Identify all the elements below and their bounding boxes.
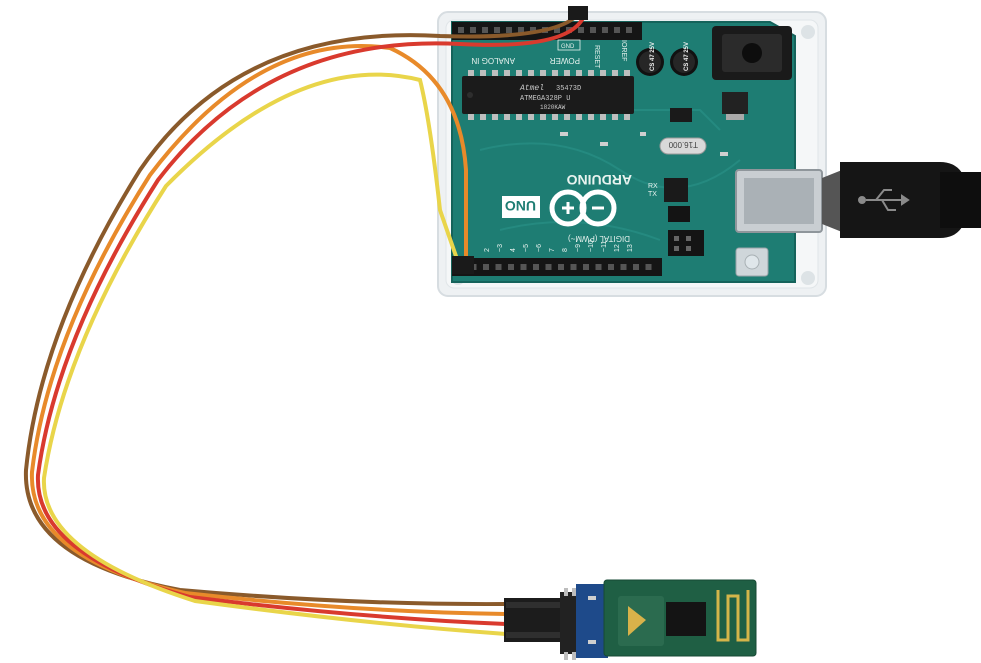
- reset-button: [735, 247, 769, 277]
- mcu-logo: Atmel: [519, 84, 544, 93]
- uno-label: UNO: [505, 198, 536, 214]
- wire-red: [35, 14, 586, 626]
- pin-number-label: ~5: [523, 244, 530, 252]
- usb-trident-icon: [858, 189, 910, 211]
- jumper-connector-board: [452, 256, 474, 274]
- usb-serial-chip: [664, 178, 688, 202]
- header-pin: [558, 264, 564, 270]
- pin-number-label: ~3: [497, 244, 504, 252]
- pin-number-label: 13: [627, 244, 634, 252]
- crystal-oscillator: T16.000: [659, 137, 707, 155]
- mcu-line-3: 1820KAW: [540, 104, 566, 111]
- pin-number-label: 12: [614, 244, 621, 252]
- atmega-chip: Atmel 35473D ATMEGA328P U 1820KAW: [462, 70, 634, 120]
- usb-cable: [735, 162, 981, 238]
- header-digital-label: DIGITAL (PWM~): [568, 234, 630, 243]
- wire-brown: [23, 10, 582, 607]
- voltage-regulator: [722, 92, 748, 114]
- capacitor-label-1: CS 47 25V: [650, 42, 656, 71]
- tx-label: TX: [648, 191, 657, 198]
- capacitor-label-2: CS 47 25V: [684, 42, 690, 71]
- arduino-brand-label: ARDUINO: [567, 172, 632, 188]
- jumper-connector-top: [568, 6, 588, 20]
- header-pin: [633, 264, 639, 270]
- dc-power-jack: [712, 26, 792, 80]
- wire-orange: [29, 44, 508, 616]
- pin-number-label: 4: [510, 248, 517, 252]
- pin-number-label: ~6: [536, 244, 543, 252]
- crystal-label: T16.000: [668, 140, 698, 149]
- gnd-top-label: GND: [561, 44, 575, 50]
- header-analog-label: ANALOG IN: [471, 56, 515, 65]
- header-pin: [570, 264, 577, 270]
- header-pin: [508, 264, 514, 270]
- header-pin: [495, 264, 502, 270]
- uno-badge: [502, 196, 540, 218]
- header-pin: [645, 264, 652, 270]
- rx-label: RX: [648, 183, 658, 190]
- capacitors: CS 47 25V CS 47 25V: [636, 42, 698, 76]
- arduino-board: ANALOG IN POWER RESET IOREF GND CS 47 25…: [451, 21, 796, 283]
- header-power-label: POWER: [550, 56, 580, 65]
- pin-number-label: ~9: [575, 244, 582, 252]
- header-pin: [545, 264, 552, 270]
- header-pin: [533, 264, 539, 270]
- wire-yellow: [41, 72, 508, 636]
- small-chip: [670, 108, 692, 122]
- mcu-line-1: 35473D: [556, 85, 581, 93]
- icsp-header: [668, 230, 704, 256]
- header-ioref-label: IOREF: [620, 40, 627, 61]
- pin-number-label: ~11: [601, 241, 608, 252]
- digital-header: [452, 258, 662, 276]
- pin-number-label: 2: [484, 248, 491, 252]
- pcb-antenna: [716, 590, 750, 642]
- pin-number-label: ~10: [588, 240, 595, 252]
- header-pin: [483, 264, 489, 270]
- bluetooth-module: [504, 579, 757, 660]
- arduino-logo: [549, 189, 617, 227]
- bt-chip-area: [618, 596, 706, 646]
- header-pin: [620, 264, 627, 270]
- pin-number-labels: 13 12 ~11 ~10 ~9 8 7 ~6 ~5 4 ~3 2: [484, 240, 634, 252]
- mcu-line-2: ATMEGA328P U: [520, 95, 570, 103]
- pin-number-label: 7: [549, 248, 556, 252]
- header-pin: [583, 264, 589, 270]
- header-pin: [595, 264, 602, 270]
- jumper-wire-ribbon: [23, 10, 586, 636]
- header-pin: [520, 264, 527, 270]
- pin-number-label: 8: [562, 248, 569, 252]
- header-pin: [608, 264, 614, 270]
- header-reset-label: RESET: [593, 45, 600, 69]
